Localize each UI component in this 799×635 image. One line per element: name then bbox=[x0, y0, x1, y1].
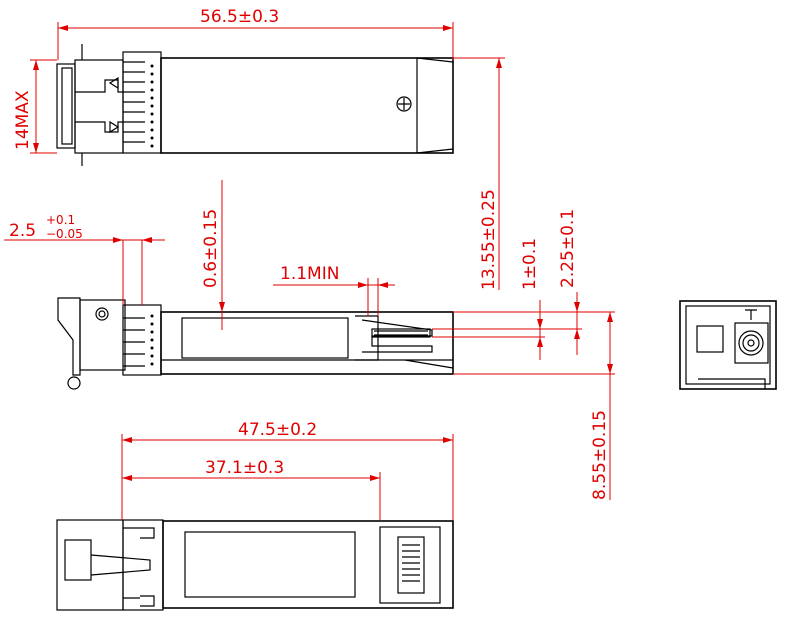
dim-inner-length: 37.1±0.3 bbox=[122, 458, 381, 520]
latch-tol-upper: +0.1 bbox=[46, 213, 75, 227]
pin-offset-label: 2.25±0.1 bbox=[558, 209, 578, 288]
latch-base-label: 2.5 bbox=[9, 221, 36, 241]
dim-max-height: 14MAX bbox=[13, 59, 57, 154]
side-view bbox=[57, 297, 454, 390]
inner-length-label: 37.1±0.3 bbox=[205, 458, 284, 478]
grip-ridges-top bbox=[123, 61, 145, 143]
connector-offset-label: 0.6±0.15 bbox=[201, 209, 221, 288]
vent-dots-top bbox=[150, 64, 154, 148]
dim-pin-offset: 2.25±0.1 bbox=[432, 209, 582, 355]
max-height-label: 14MAX bbox=[13, 90, 33, 150]
bottom-view bbox=[56, 519, 454, 611]
dim-latch: 2.5 +0.1 −0.05 bbox=[4, 213, 165, 305]
dim-min-gap: 1.1MIN bbox=[273, 264, 395, 316]
dim-body-height: 8.55±0.15 bbox=[453, 311, 615, 500]
dim-cage-height: 13.55±0.25 bbox=[453, 57, 505, 290]
body-height-label: 8.55±0.15 bbox=[590, 410, 610, 500]
overall-length-label: 56.5±0.3 bbox=[200, 7, 279, 27]
pin-thickness-label: 1±0.1 bbox=[520, 238, 540, 290]
cage-height-label: 13.55±0.25 bbox=[479, 189, 499, 290]
dim-overall-length: 56.5±0.3 bbox=[57, 7, 454, 60]
latch-tol-lower: −0.05 bbox=[46, 227, 83, 241]
top-view bbox=[56, 44, 454, 166]
min-gap-label: 1.1MIN bbox=[280, 264, 339, 284]
end-view bbox=[679, 300, 777, 390]
body-length-label: 47.5±0.2 bbox=[238, 420, 317, 440]
dim-body-length: 47.5±0.2 bbox=[121, 420, 454, 520]
dim-connector-offset: 0.6±0.15 bbox=[201, 180, 225, 330]
